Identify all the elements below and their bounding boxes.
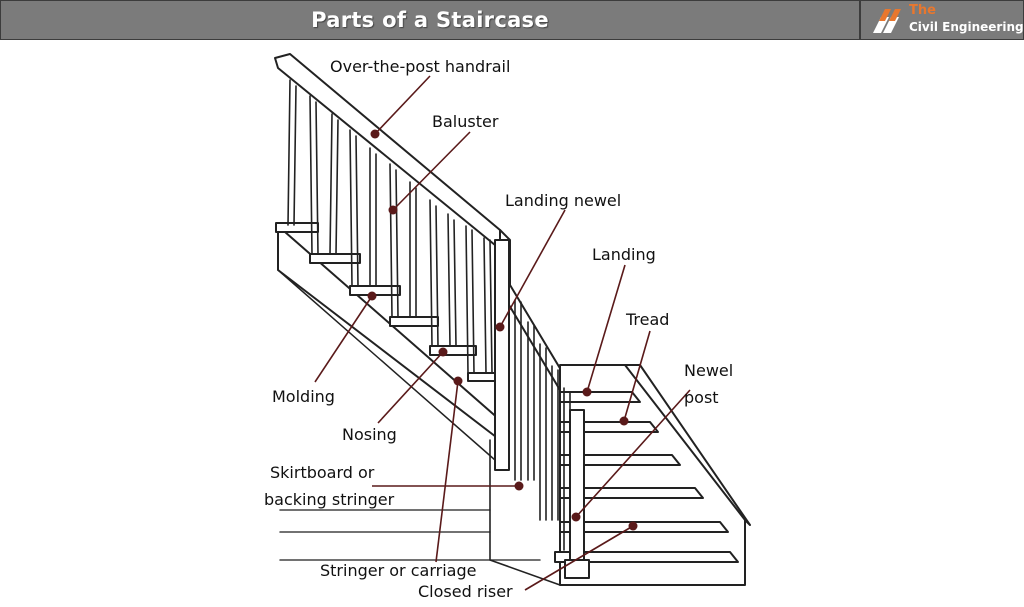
label-landing: Landing (592, 245, 656, 264)
label-skirtboard-line1: Skirtboard or (270, 463, 375, 482)
label-landing-newel: Landing newel (505, 191, 621, 210)
upper-balusters (287, 79, 493, 374)
logo: The Civil Engineering (860, 0, 1024, 40)
label-tread: Tread (625, 310, 669, 329)
staircase-diagram: Over-the-post handrail Baluster Landing … (264, 53, 751, 601)
title-bar: Parts of a Staircase (0, 0, 860, 40)
label-newel-post-line1: Newel (684, 361, 733, 380)
label-nosing: Nosing (342, 425, 397, 444)
leader-lines (314, 75, 691, 591)
logo-stripes-icon (873, 9, 901, 33)
label-stringer: Stringer or carriage (320, 561, 476, 580)
leader-dots (367, 129, 638, 531)
label-baluster: Baluster (432, 112, 499, 131)
label-skirtboard-line2: backing stringer (264, 490, 395, 509)
label-molding: Molding (272, 387, 335, 406)
baseboard (279, 509, 541, 561)
landing-newel (494, 239, 510, 471)
lower-treads (554, 391, 739, 563)
label-closed-riser: Closed riser (418, 582, 513, 601)
page-title: Parts of a Staircase (311, 8, 549, 32)
logo-text-the: The (909, 3, 936, 18)
label-handrail: Over-the-post handrail (330, 57, 510, 76)
upper-treads (275, 222, 499, 382)
logo-text-civil: Civil Engineering (909, 20, 1024, 34)
header: Parts of a Staircase The Civil Engineeri… (0, 0, 1024, 40)
label-newel-post-line2: post (684, 388, 719, 407)
newel-post (569, 409, 585, 566)
